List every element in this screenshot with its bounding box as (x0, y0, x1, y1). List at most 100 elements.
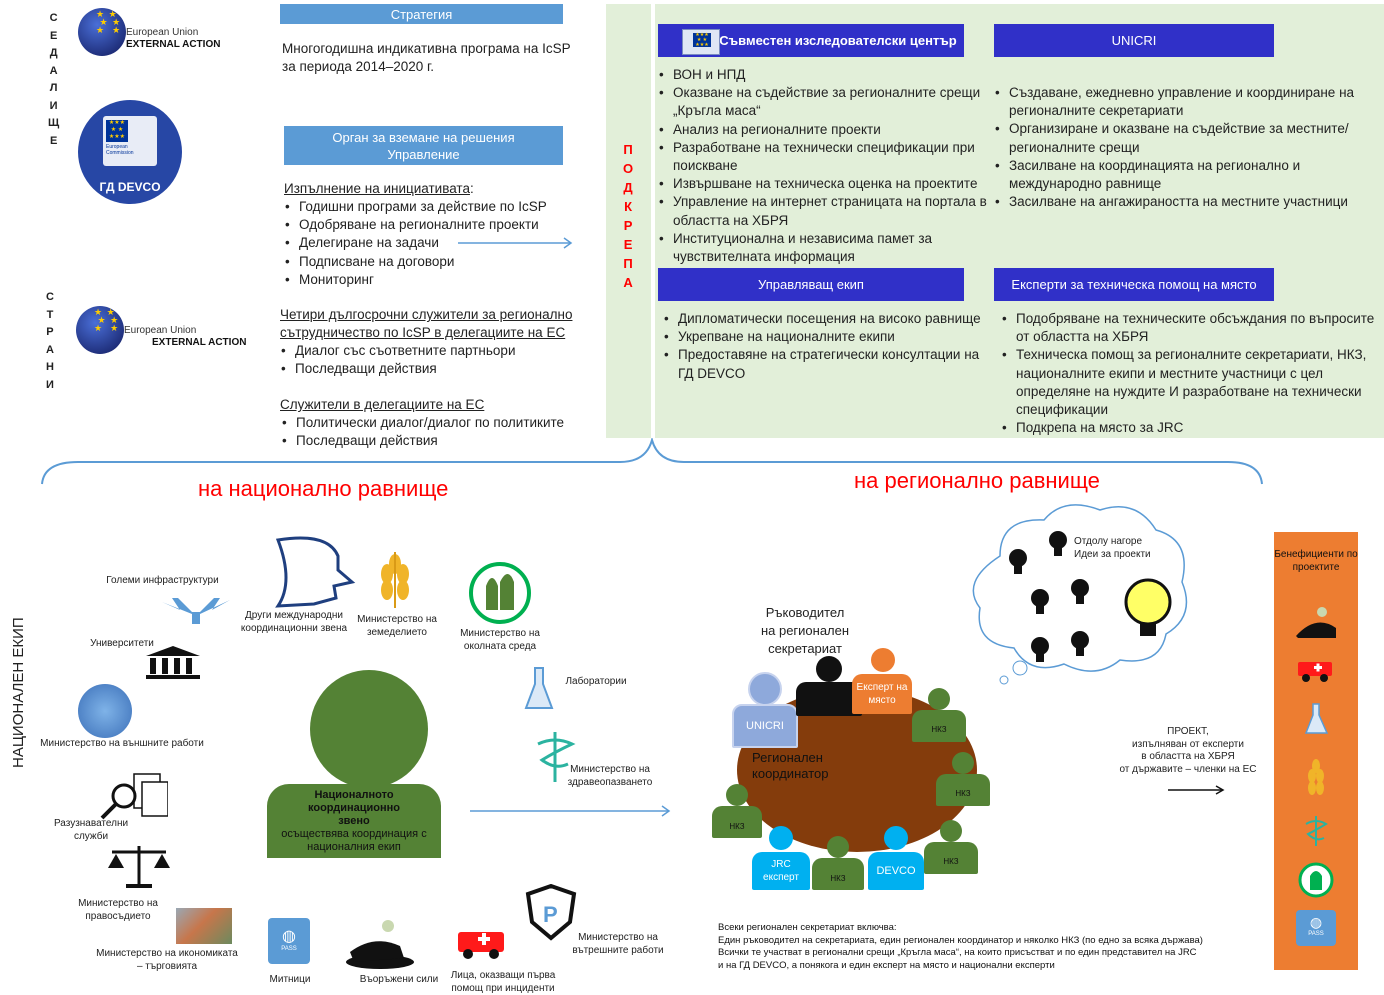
support-letter: Е (623, 237, 633, 252)
seat-letter: Д (49, 47, 58, 59)
lightbulbs-icon (1009, 531, 1172, 662)
footnote-line-4: и на ГД DEVCO, а понякога и един експерт… (718, 959, 1055, 971)
nkz-label: НКЗ (924, 842, 978, 874)
coordinator-label: Регионален координатор (752, 750, 829, 781)
bracket-brace (41, 438, 1263, 485)
experts-list: Подобряване на техническите обсъждания п… (1001, 310, 1384, 438)
jrc-item: Анализ на регионалните проекти (658, 121, 993, 139)
support-letter: П (623, 256, 633, 271)
seat-letter: Е (49, 134, 58, 147)
staff-delegations-list: Политически диалог/диалог по политикитеП… (280, 414, 590, 451)
decision-block: Изпълнение на инициативата: Годишни прог… (284, 180, 584, 289)
head-label: Ръководител на регионален секретариат (750, 604, 860, 658)
strategy-text: Многогодишна индикативна програма на IcS… (282, 40, 571, 76)
exec-list: Годишни програми за действие по IcSPОдоб… (284, 198, 584, 289)
nkz-label: НКЗ (812, 858, 864, 890)
countries-letter: Н (46, 361, 54, 373)
exec-item: Одобряване на регионалните проекти (284, 216, 584, 234)
ideas-line-1: Отдолу нагоре (1074, 536, 1143, 547)
face-profile-icon (275, 536, 356, 608)
project-line-4: от държавите – членки на ЕС (1119, 763, 1257, 775)
head-line-1: Ръководител (765, 605, 845, 620)
secretariat-head-person (796, 656, 862, 718)
exec-colon: : (469, 181, 474, 196)
strategy-header: Стратегия (280, 4, 563, 24)
staff-long-list: Диалог със съответните партньориПоследва… (280, 342, 590, 379)
seat-letter: Щ (48, 117, 60, 129)
armed-label: Въоръжени сили (359, 974, 439, 985)
flask-icon (524, 667, 554, 709)
jrc-expert-label: JRC експерт (752, 852, 810, 890)
jrc-header-text: Съвместен изследователски център (719, 33, 957, 48)
staff-long-item: Диалог със съответните партньори (280, 342, 590, 360)
mgmt-item: Укрепване на националните екипи (663, 328, 983, 346)
unicri-item: Създаване, ежедневно управление и коорди… (994, 84, 1364, 120)
devco-small2: Commission (106, 150, 134, 156)
decision-header: Орган за вземане на решения Управление (284, 126, 563, 165)
ideas-text: Отдолу нагоре Идеи за проекти (1074, 536, 1164, 561)
university-icon (146, 646, 200, 679)
experts-item: Подкрепа на място за JRC (1001, 419, 1384, 437)
head-line-3: секретариат (768, 641, 842, 656)
project-line-3: в областта на ХБРЯ (1141, 751, 1235, 762)
countries-letter: С (46, 291, 54, 303)
economy-label: Министерство на икономиката – търговията (96, 948, 238, 972)
intl-label: Други международни координационни звена (240, 610, 348, 634)
project-arrow (1168, 785, 1225, 795)
jrc-list: ВОН и НПДОказване на съдействие за регио… (658, 66, 993, 266)
support-letter: К (624, 199, 633, 214)
decision-header-line-1: Орган за вземане на решения (332, 129, 515, 145)
agri-label: Министерство на земеделието (357, 614, 437, 638)
beneficiary-wheat-icon (1308, 759, 1324, 795)
unicri-item: Засилване на ангажираността на местните … (994, 193, 1364, 211)
devco-person: DEVCO (868, 826, 924, 892)
footnote-line-3: Всички те участват в регионални срещи „К… (718, 947, 1197, 958)
footnote-line-2: Един ръководител на секретариата, един р… (718, 934, 1203, 946)
staff-long-title-1: Четири дългосрочни служители за регионал… (280, 307, 573, 322)
experts-item: Техническа помощ за регионалните секрета… (1001, 346, 1384, 419)
support-letter: О (623, 161, 634, 176)
nkz-person: НКЗ (936, 752, 990, 808)
seat-letter: Л (49, 82, 58, 94)
nkz-label: НКЗ (936, 774, 990, 806)
staff-long-title-2: сътрудничество по IcSP в делегациите на … (280, 325, 566, 340)
project-text: ПРОЕКТ, изпълняван от експерти в областт… (1106, 726, 1270, 776)
intel-label: Разузнавателни служби (53, 818, 129, 842)
staff-delegations-item: Политически диалог/диалог по политиките (281, 414, 590, 432)
countries-letter: А (46, 343, 54, 356)
countries-letter: И (46, 378, 54, 391)
mgmt-item: Дипломатически посещения на високо равни… (663, 310, 983, 328)
regional-title: на регионално равнище (854, 468, 1100, 493)
jrc-eu-flag-icon: ★★★★ ★★★★ (682, 29, 720, 55)
unicri-list: Създаване, ежедневно управление и коорди… (994, 84, 1364, 212)
countries-letter: Т (46, 308, 54, 321)
seat-letter: И (49, 99, 58, 112)
mgmt-header: Управляващ екип (658, 268, 964, 301)
support-divider (651, 4, 655, 438)
economy-photo (176, 908, 232, 944)
jrc-item: Управление на интернет страницата на пор… (658, 193, 993, 229)
beneficiaries-title: Бенефициенти по проектите (1274, 549, 1358, 573)
unicri-item: Засилване на координацията на регионално… (994, 157, 1364, 193)
staff-delegations-title: Служители в делегациите на ЕС (280, 397, 485, 412)
devco-small1: European (106, 144, 128, 150)
beneficiary-armed-icon (1296, 607, 1336, 638)
devco-person-label: DEVCO (868, 852, 924, 890)
strategy-line-2: за периода 2014–2020 г. (282, 59, 435, 74)
staff-long-item: Последващи действия (280, 360, 590, 378)
jrc-item: Извършване на техническа оценка на проек… (658, 175, 993, 193)
customs-icon: ◍PASS (268, 918, 310, 964)
onsite-expert-label: Експерт на място (852, 674, 912, 714)
staff-delegations-item: Последващи действия (281, 432, 590, 450)
armed-forces-icon (346, 920, 414, 969)
universities-label: Университети (90, 638, 154, 649)
support-letter: Р (623, 218, 633, 233)
eu-logo2-line1: European Union (124, 325, 197, 336)
infrastructure-label: Големи инфраструктури (106, 575, 219, 586)
beneficiary-flask-icon (1304, 703, 1329, 734)
health-label: Министерство на здравеопазването (567, 764, 653, 788)
unicri-header: UNICRI (994, 24, 1274, 57)
customs-icon-text: PASS (281, 946, 297, 952)
